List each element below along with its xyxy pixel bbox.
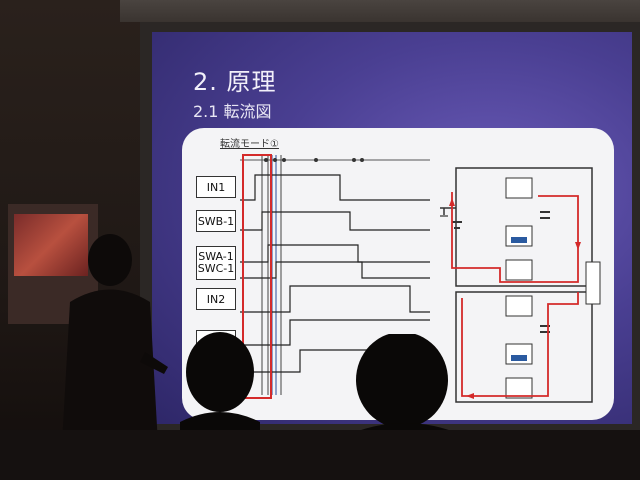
switch-swb1-active (511, 237, 527, 243)
axis-dot (314, 158, 318, 162)
highlight-box (242, 154, 272, 399)
load-resistor (585, 261, 601, 305)
switch-swa1 (505, 177, 533, 199)
slide-subtitle: 2.1 転流図 (193, 102, 272, 121)
current-arrow (466, 393, 474, 399)
axis-dot (273, 158, 277, 162)
switch-swc2 (505, 377, 533, 399)
circuit-lower-loop (455, 291, 593, 403)
axis-dot (352, 158, 356, 162)
current-arrow (449, 198, 455, 206)
signal-label-text: IN1 (206, 180, 226, 194)
axis-dot (264, 158, 268, 162)
current-path-lower (461, 292, 579, 397)
waveform-in1 (240, 174, 430, 201)
switch-swc1 (505, 259, 533, 281)
diagram-caption: 転流モード① (220, 139, 279, 150)
signal-label-text-2: SWC-1 (197, 262, 235, 275)
waveform-in2 (240, 285, 430, 313)
signal-label-text: SWA-1 (198, 250, 234, 263)
signal-label-in1: IN1 (196, 176, 236, 198)
ceiling (120, 0, 640, 22)
circuit-diagram (440, 167, 601, 403)
current-path-upper (451, 192, 579, 283)
floor-shadow (0, 430, 640, 480)
signal-label-text: IN2 (206, 292, 226, 306)
axis-dot (360, 158, 364, 162)
signal-label-swb1: SWB-1 (196, 210, 236, 232)
current-arrow (575, 242, 581, 250)
waveform-lower-1 (240, 319, 430, 346)
waveform-swa1 (240, 244, 430, 263)
signal-label-swa1-swc1: SWA-1 SWC-1 (196, 246, 236, 280)
signal-label-in2: IN2 (196, 288, 236, 310)
switch-swb2-active (511, 355, 527, 361)
signal-label-text: SWB-1 (197, 214, 235, 228)
switch-swa2 (505, 295, 533, 317)
axis-dot (282, 158, 286, 162)
waveform-swb1 (240, 211, 430, 231)
wall-poster-image (14, 214, 88, 276)
slide-title: 2. 原理 (193, 68, 277, 96)
